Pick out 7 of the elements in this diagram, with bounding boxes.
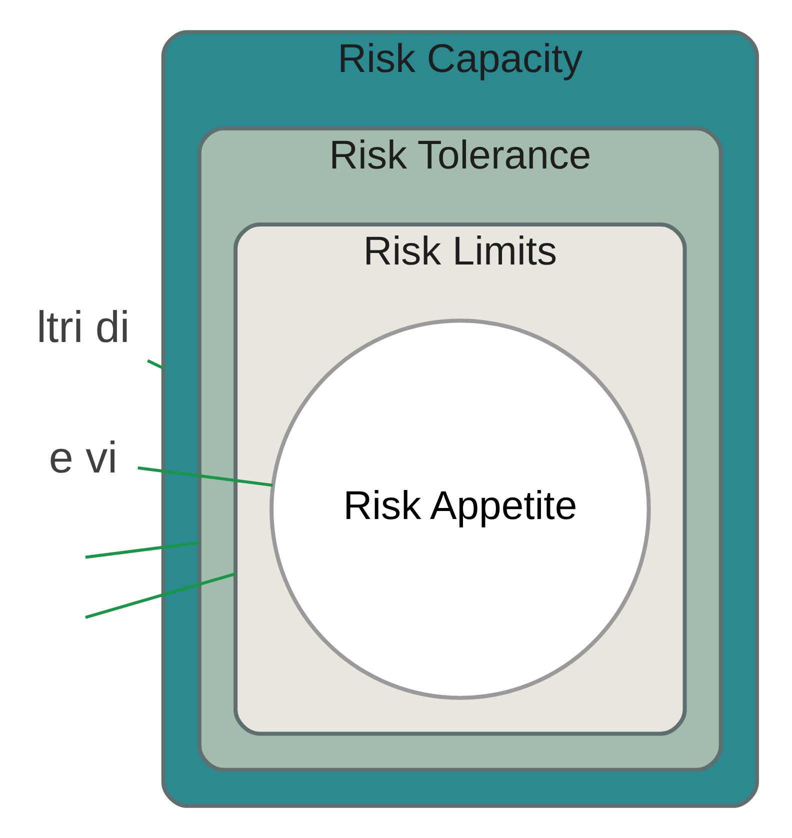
- node-text: ltri di: [36, 303, 130, 352]
- node-circle: Risk Appetite: [270, 318, 651, 700]
- connector: [85, 541, 200, 559]
- node-text: e vi: [48, 433, 118, 482]
- connector: [146, 359, 164, 370]
- connector: [85, 572, 236, 619]
- connector: [138, 466, 273, 487]
